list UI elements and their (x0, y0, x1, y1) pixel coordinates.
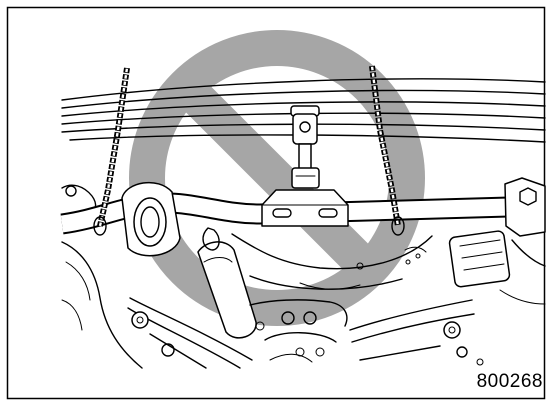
arm-bushing (444, 322, 460, 338)
canister-body (449, 230, 510, 287)
jack-cylinder (293, 114, 317, 144)
right-end-bracket (500, 178, 545, 304)
lower-link (150, 334, 206, 368)
arm-bushing (457, 347, 467, 357)
muffler (122, 183, 180, 256)
bracket-detail (500, 290, 545, 304)
spring-leaf (62, 79, 545, 100)
lower-link (360, 346, 440, 360)
tank-rivet (406, 260, 410, 264)
diff-detail (270, 354, 312, 362)
jack-saddle (262, 190, 348, 226)
left-panel-detail (66, 262, 90, 300)
figure-number: 800268 (477, 371, 543, 393)
left-panel-detail (62, 300, 82, 330)
bracket-edge (512, 240, 545, 266)
right-canister (449, 230, 510, 287)
arm-bushing (162, 344, 174, 356)
diff-cover (265, 333, 336, 342)
muffler-end-cap (134, 198, 166, 246)
jack-shaft (299, 144, 311, 170)
left-panel-edge (62, 242, 142, 368)
right-suspension-arms (350, 300, 483, 365)
left-bolt (66, 186, 76, 196)
jack-collar (292, 168, 319, 188)
tank-rivet (416, 254, 420, 258)
bracket-plate (505, 178, 545, 236)
arm-bushing (132, 312, 148, 328)
diff-bolt (316, 348, 324, 356)
arm-bolt (477, 359, 483, 365)
